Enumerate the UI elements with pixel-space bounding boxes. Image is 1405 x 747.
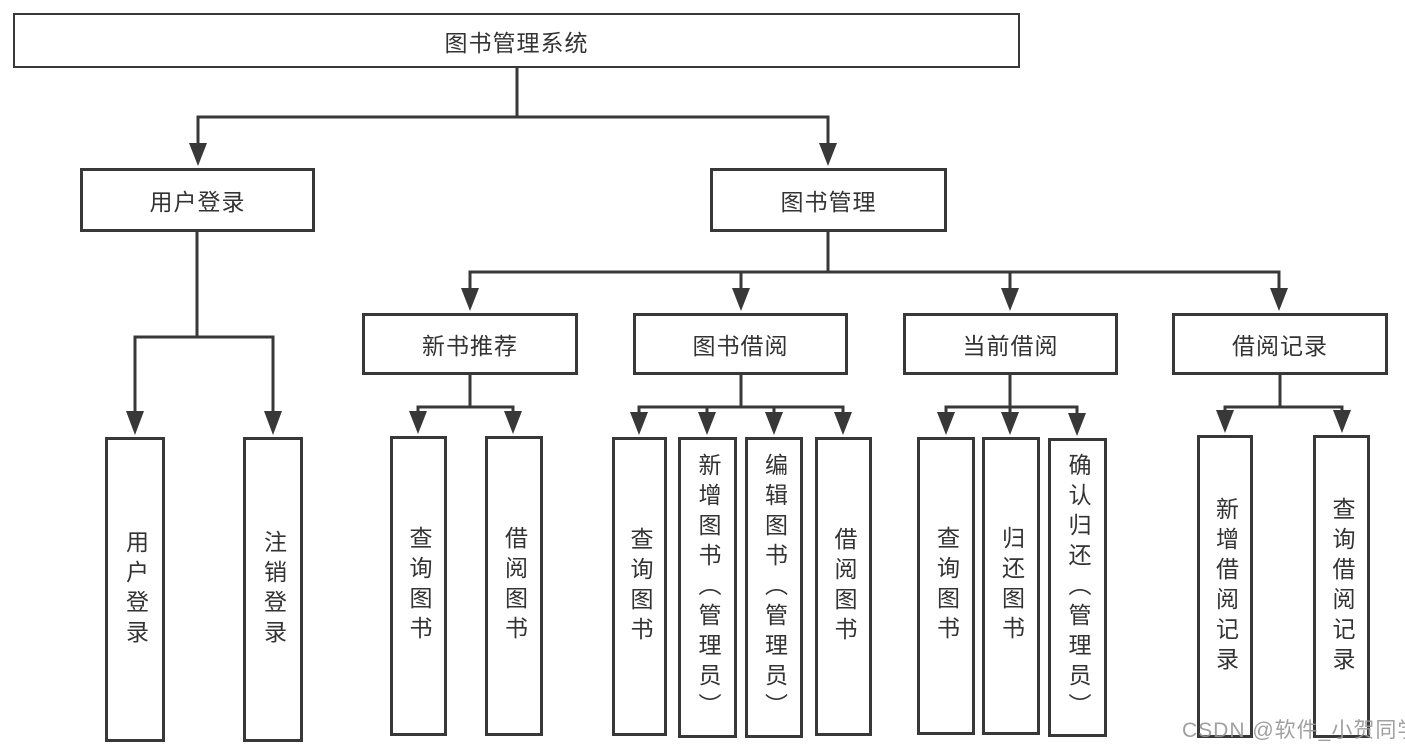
- leaf-query-books-borrowing: 查询图书: [612, 437, 667, 736]
- node-label: 用户登录: [149, 189, 246, 215]
- node-label: 查询图书: [627, 526, 653, 647]
- node-borrowing-records: 借阅记录: [1172, 313, 1388, 375]
- node-label: 确认归还（管理员）: [1065, 452, 1091, 723]
- leaf-return-books: 归还图书: [982, 437, 1040, 735]
- node-book-management: 图书管理: [710, 168, 947, 232]
- leaf-add-borrow-record: 新增借阅记录: [1197, 435, 1253, 738]
- leaf-borrow-books-recommend: 借阅图书: [485, 436, 543, 736]
- node-label: 当前借阅: [962, 333, 1059, 359]
- node-label: 查询图书: [933, 526, 960, 646]
- node-new-book-recommendation: 新书推荐: [362, 313, 578, 375]
- node-label: 查询借阅记录: [1329, 496, 1355, 677]
- node-label: 新书推荐: [422, 333, 518, 359]
- leaf-add-book-admin: 新增图书（管理员）: [678, 437, 737, 738]
- leaf-edit-book-admin: 编辑图书（管理员）: [745, 437, 803, 738]
- node-root-library-system: 图书管理系统: [13, 13, 1020, 68]
- node-book-borrowing: 图书借阅: [633, 313, 848, 375]
- node-label: 借阅图书: [501, 526, 528, 646]
- node-label: 用户登录: [122, 529, 149, 650]
- leaf-query-books-recommend: 查询图书: [390, 436, 447, 736]
- node-label: 图书管理: [780, 189, 877, 215]
- leaf-logout: 注销登录: [243, 437, 303, 742]
- leaf-query-books-current: 查询图书: [917, 437, 975, 735]
- node-label: 查询图书: [406, 526, 432, 646]
- node-label: 图书借阅: [692, 333, 789, 359]
- node-label: 注销登录: [260, 529, 287, 650]
- node-label: 归还图书: [998, 526, 1025, 646]
- node-label: 新增借阅记录: [1212, 496, 1239, 677]
- node-label: 编辑图书（管理员）: [761, 452, 788, 723]
- node-label: 图书管理系统: [444, 29, 589, 56]
- arrowhead-icons: [126, 143, 1351, 436]
- leaf-user-login: 用户登录: [105, 437, 165, 742]
- node-current-borrowing: 当前借阅: [903, 313, 1118, 375]
- node-user-login: 用户登录: [80, 168, 315, 232]
- node-label: 借阅图书: [831, 526, 857, 647]
- csdn-watermark: CSDN @软件_小贺同学: [1182, 719, 1405, 742]
- leaf-query-borrow-record: 查询借阅记录: [1313, 435, 1370, 738]
- node-label: 借阅记录: [1232, 333, 1328, 359]
- node-label: 新增图书（管理员）: [695, 452, 721, 723]
- leaf-borrow-books-borrowing: 借阅图书: [815, 437, 872, 736]
- leaf-confirm-return-admin: 确认归还（管理员）: [1048, 438, 1107, 737]
